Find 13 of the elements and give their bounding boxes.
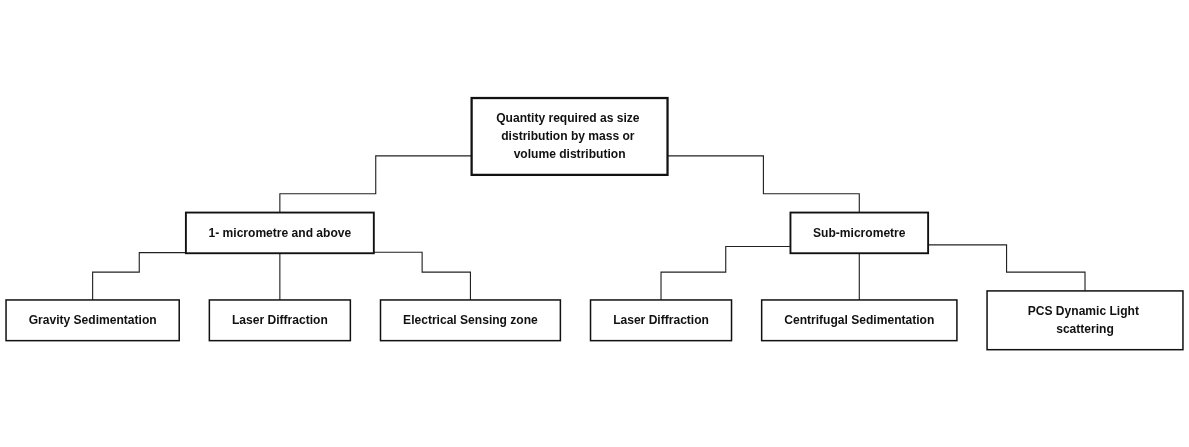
- node-box: Laser Diffraction: [589, 298, 733, 342]
- node-box: Gravity Sedimentation: [5, 298, 180, 342]
- node-box: Sub-micrometre: [789, 211, 930, 254]
- node-box: Quantity required as size distribution by mass or volume distribution: [470, 96, 669, 176]
- node-box: Laser Diffraction: [208, 298, 352, 342]
- connector: [373, 251, 471, 301]
- connector: [279, 252, 281, 301]
- connector: [858, 252, 860, 301]
- connector: [92, 251, 187, 301]
- node-box: 1- micrometre and above: [184, 211, 375, 254]
- node-box: PCS Dynamic Light scattering: [986, 289, 1184, 351]
- node-box: Centrifugal Sedimentation: [760, 298, 958, 342]
- node-box: Electrical Sensing zone: [379, 298, 562, 342]
